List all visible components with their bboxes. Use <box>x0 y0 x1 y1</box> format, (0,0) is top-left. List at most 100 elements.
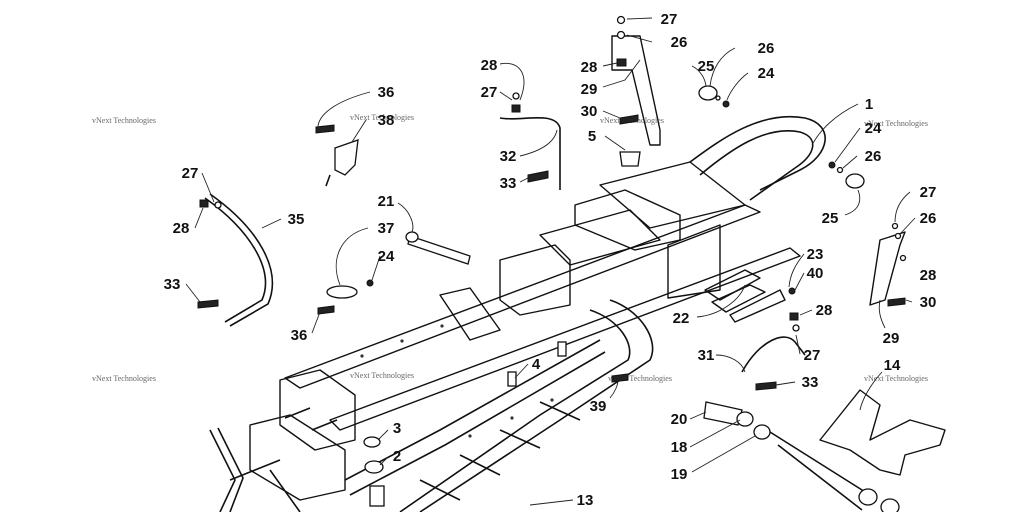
lower-curved-rail <box>419 299 654 512</box>
bolt-33-top <box>527 170 549 183</box>
callout-27: 27 <box>661 11 678 28</box>
front-leg-2 <box>269 469 301 512</box>
bolt-33-right <box>755 381 777 391</box>
leader-lines <box>185 17 916 506</box>
washer-18 <box>736 411 754 427</box>
callout-33: 33 <box>500 175 517 192</box>
callout-23: 23 <box>807 246 824 263</box>
washer-40 <box>788 287 796 295</box>
callout-24: 24 <box>758 65 775 82</box>
nut-24-right <box>828 161 836 169</box>
washer-26-b <box>715 95 721 101</box>
nut-28-b <box>511 104 521 113</box>
nut-28-top <box>616 58 627 67</box>
callout-25: 25 <box>822 210 839 227</box>
callout-37: 37 <box>378 220 395 237</box>
watermark: vNext Technologies <box>864 374 928 383</box>
rear-hoop-tube-inner <box>699 130 814 201</box>
ladder-rung <box>459 454 501 476</box>
bracket-29-right <box>869 231 906 306</box>
cross-member-front <box>439 287 501 341</box>
lower-left-rail-inner <box>349 351 606 496</box>
bushing-4-b <box>557 341 567 357</box>
strap-35-inner <box>209 193 274 327</box>
callout-24: 24 <box>378 248 395 265</box>
washer-27-left <box>214 201 222 209</box>
strap-35 <box>204 197 267 323</box>
front-leg-inner <box>217 427 244 512</box>
nut-24-top <box>722 100 730 108</box>
upper-left-rail <box>284 204 761 389</box>
callout-5: 5 <box>588 128 596 145</box>
callout-13: 13 <box>577 492 594 509</box>
clamp-37 <box>326 285 358 299</box>
callout-25: 25 <box>698 58 715 75</box>
front-block <box>279 369 356 451</box>
watermark: vNext Technologies <box>608 374 672 383</box>
callout-21: 21 <box>378 193 395 210</box>
callout-40: 40 <box>807 265 824 282</box>
front-studs <box>284 407 338 431</box>
guide-38-tip <box>325 174 331 187</box>
bushing-2 <box>364 460 384 474</box>
washer-25-top <box>698 85 718 101</box>
watermark: vNext Technologies <box>350 371 414 380</box>
cross-brace <box>539 209 661 266</box>
bolt-21-head <box>405 231 419 243</box>
ladder-rung <box>419 479 461 501</box>
bolt-36-top <box>315 124 335 134</box>
callout-20: 20 <box>671 411 688 428</box>
callout-27: 27 <box>182 165 199 182</box>
washer-14-end <box>880 498 900 512</box>
bolt-33-left <box>197 299 219 309</box>
washer-27-top <box>616 15 626 25</box>
washer-27-right <box>792 324 800 332</box>
callout-28: 28 <box>920 267 937 284</box>
ladder-rung <box>499 429 541 449</box>
bracket-22-a <box>704 269 761 301</box>
callout-38: 38 <box>378 112 395 129</box>
callout-22: 22 <box>673 310 690 327</box>
bolt-36-mid <box>317 305 335 315</box>
watermark: vNext Technologies <box>92 116 156 125</box>
callout-33: 33 <box>802 374 819 391</box>
guide-38 <box>334 139 359 176</box>
callout-28: 28 <box>481 57 498 74</box>
callout-14: 14 <box>884 357 901 374</box>
callout-28: 28 <box>581 59 598 76</box>
callout-28: 28 <box>816 302 833 319</box>
callout-29: 29 <box>581 81 598 98</box>
callout-18: 18 <box>671 439 688 456</box>
callout-29: 29 <box>883 330 900 347</box>
washer-26-r2 <box>894 232 902 240</box>
bolt-39 <box>611 373 629 383</box>
callout-3: 3 <box>393 420 401 437</box>
strap-31 <box>741 336 806 373</box>
ring-3 <box>363 436 381 448</box>
lower-curved-rail-inner <box>399 309 631 512</box>
strap-32 <box>499 116 561 190</box>
bushing-4-a <box>507 371 517 387</box>
callout-labels: 27 26 28 29 26 25 24 28 27 30 36 38 1 24… <box>164 11 937 509</box>
front-leg <box>209 429 236 512</box>
nut-28-left <box>199 199 209 208</box>
callout-31: 31 <box>698 347 715 364</box>
cap-5 <box>619 151 641 167</box>
watermark: vNext Technologies <box>864 119 928 128</box>
callout-36: 36 <box>378 84 395 101</box>
callout-39: 39 <box>590 398 607 415</box>
washer-27-r2 <box>891 222 899 230</box>
bolt-30-right <box>887 297 906 307</box>
callout-2: 2 <box>393 448 401 465</box>
washer-27-b <box>512 92 520 100</box>
callout-28: 28 <box>173 220 190 237</box>
bolt-30-top <box>619 114 639 125</box>
callout-30: 30 <box>920 294 937 311</box>
bracket-22-b <box>711 284 766 313</box>
rear-plate <box>599 161 746 229</box>
nut-28-right <box>789 312 799 321</box>
battery-box <box>667 224 721 299</box>
callout-30: 30 <box>581 103 598 120</box>
washer-25-right <box>845 173 865 189</box>
